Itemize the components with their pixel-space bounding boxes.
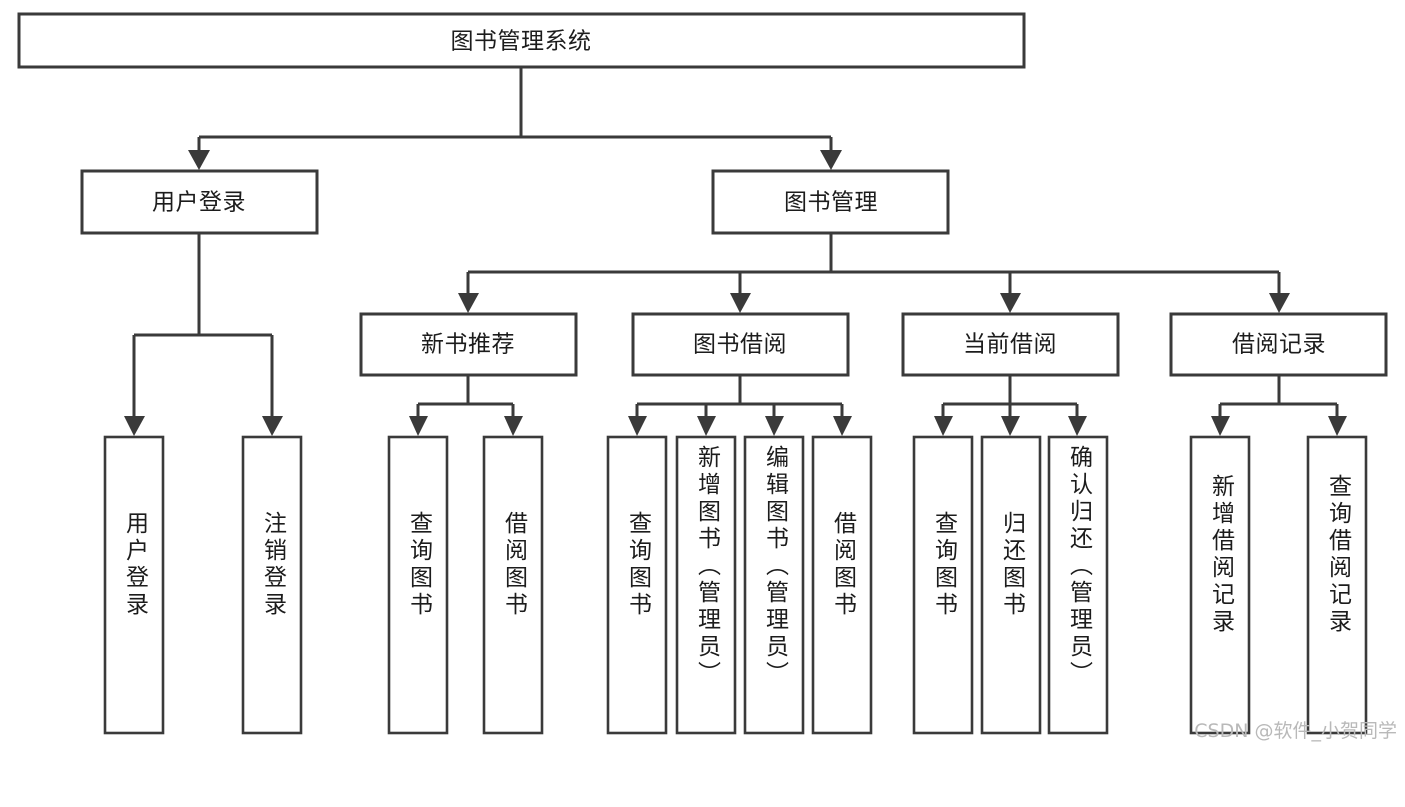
node-current-borrow[interactable]: 当前借阅 <box>901 312 1120 377</box>
node-root-box[interactable] <box>17 12 1026 69</box>
node-borrow-record-label: 借阅记录 <box>1232 332 1326 358</box>
node-borrow-record-box[interactable] <box>1169 312 1388 377</box>
node-new-book-rec[interactable]: 新书推荐 <box>359 312 578 377</box>
arrowhead-leaf-query-book-2 <box>628 416 647 436</box>
connectors-layer <box>124 68 1347 436</box>
diagram-canvas: 图书管理系统 用户登录 图书管理 新书推荐 图书借阅 当前借阅 借阅记录 <box>17 12 1388 735</box>
arrowhead-current-borrow <box>1000 293 1021 313</box>
leaf-add-record-box[interactable] <box>1189 435 1251 735</box>
leaf-query-record-box[interactable] <box>1306 435 1368 735</box>
leaf-query-book-3-box[interactable] <box>912 435 974 735</box>
node-borrow-record[interactable]: 借阅记录 <box>1169 312 1388 377</box>
arrowhead-leaf-user-login <box>124 416 145 436</box>
leaf-borrow-book-1-box[interactable] <box>482 435 544 735</box>
node-book-borrow-label: 图书借阅 <box>693 332 787 358</box>
node-new-book-rec-label: 新书推荐 <box>421 332 515 358</box>
arrowhead-leaf-query-record <box>1328 416 1347 436</box>
leaf-edit-book-box[interactable] <box>743 435 805 735</box>
leaf-borrow-book-2-box[interactable] <box>811 435 873 735</box>
leaf-confirm-return-box[interactable] <box>1047 435 1109 735</box>
node-new-book-rec-box[interactable] <box>359 312 578 377</box>
arrowhead-leaf-confirm-return <box>1068 416 1087 436</box>
node-root[interactable]: 图书管理系统 <box>17 12 1026 69</box>
node-book-manage[interactable]: 图书管理 <box>711 169 950 235</box>
leaf-boxes-layer <box>103 435 1368 735</box>
node-current-borrow-label: 当前借阅 <box>963 332 1057 358</box>
arrowhead-leaf-query-book-3 <box>934 416 953 436</box>
arrowhead-leaf-query-book-1 <box>409 416 428 436</box>
node-book-manage-label: 图书管理 <box>784 190 878 216</box>
leaf-return-book-box[interactable] <box>980 435 1042 735</box>
arrowhead-leaf-add-record <box>1211 416 1230 436</box>
arrowhead-book-manage <box>820 150 842 170</box>
node-root-label: 图书管理系统 <box>451 29 592 55</box>
leaf-user-login-box[interactable] <box>103 435 165 735</box>
node-current-borrow-box[interactable] <box>901 312 1120 377</box>
arrowhead-leaf-edit-book <box>765 416 784 436</box>
leaf-query-book-1-box[interactable] <box>387 435 449 735</box>
leaf-query-book-2-box[interactable] <box>606 435 668 735</box>
node-book-borrow[interactable]: 图书借阅 <box>631 312 850 377</box>
node-book-borrow-box[interactable] <box>631 312 850 377</box>
node-user-login-box[interactable] <box>80 169 319 235</box>
arrowhead-leaf-borrow-book-2 <box>833 416 852 436</box>
node-book-manage-box[interactable] <box>711 169 950 235</box>
arrowhead-leaf-add-book <box>697 416 716 436</box>
arrowhead-leaf-user-logout <box>262 416 283 436</box>
arrowhead-book-borrow <box>730 293 751 313</box>
arrowhead-user-login <box>188 150 210 170</box>
leaf-add-book-box[interactable] <box>675 435 737 735</box>
org-chart-diagram: 图书管理系统 用户登录 图书管理 新书推荐 图书借阅 当前借阅 借阅记录 <box>17 12 1397 742</box>
arrowhead-leaf-return-book <box>1001 416 1020 436</box>
leaf-user-logout-box[interactable] <box>241 435 303 735</box>
node-user-login[interactable]: 用户登录 <box>80 169 319 235</box>
arrowhead-leaf-borrow-book-1 <box>504 416 523 436</box>
node-user-login-label: 用户登录 <box>152 190 246 216</box>
arrowhead-new-book-rec <box>458 293 479 313</box>
arrowhead-borrow-record <box>1269 293 1290 313</box>
